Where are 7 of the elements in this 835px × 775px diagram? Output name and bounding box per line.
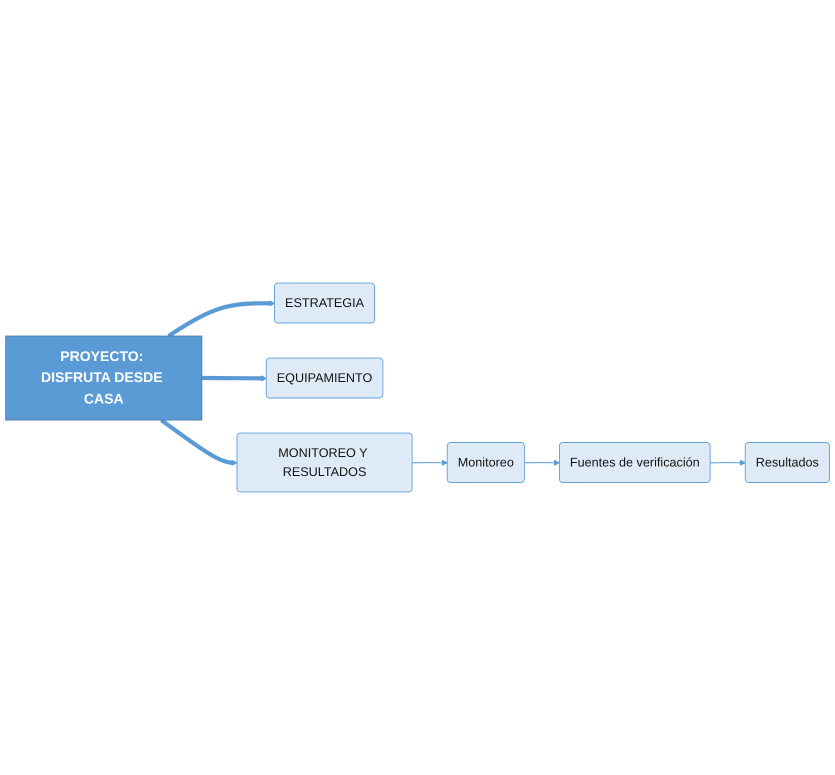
- arrow: [202, 375, 267, 382]
- arrow: [710, 460, 746, 466]
- arrow: [524, 460, 560, 466]
- arrow: [412, 460, 448, 466]
- arrow: [167, 300, 276, 338]
- node-box: PROYECTO: DISFRUTA DESDE CASA: [5, 336, 202, 420]
- arrow: [160, 418, 238, 466]
